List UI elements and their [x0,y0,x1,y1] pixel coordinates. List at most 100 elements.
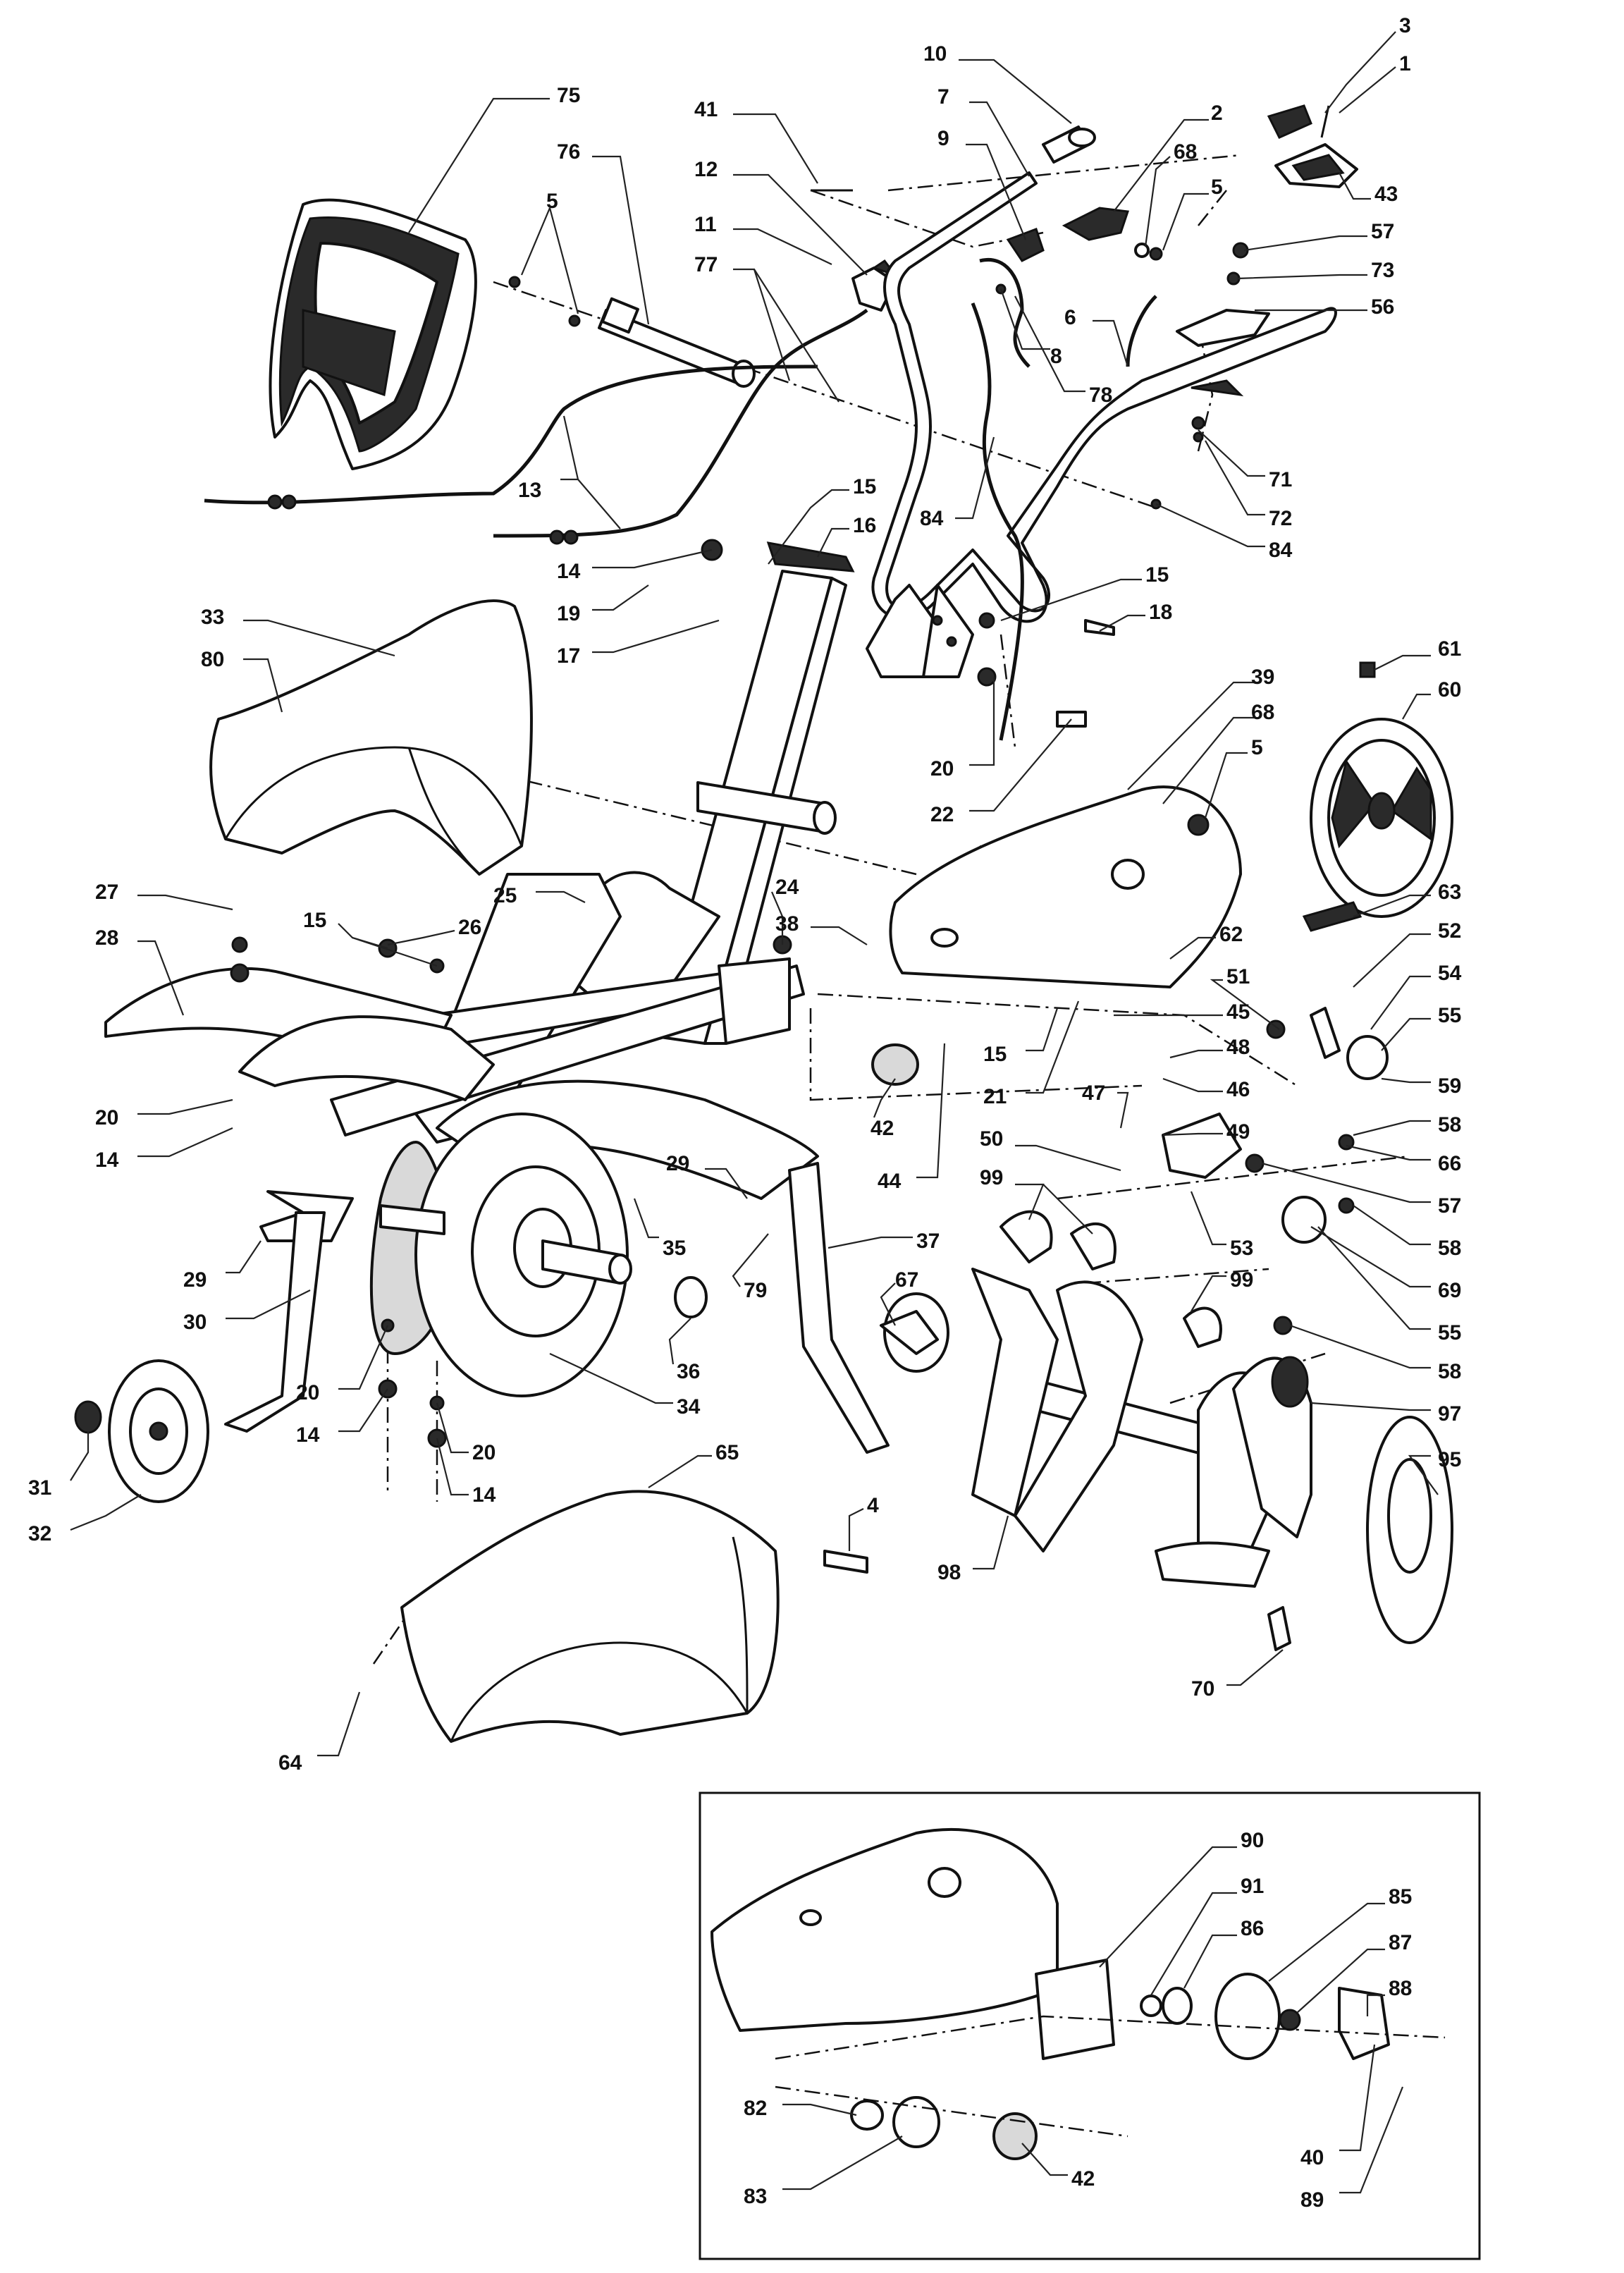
leader-line-71 [1198,429,1265,477]
callout-84: 84 [920,507,944,530]
leader-line-58 [1353,1120,1431,1136]
callout-59: 59 [1438,1074,1461,1098]
callout-46: 46 [1226,1078,1250,1101]
callout-86: 86 [1241,1917,1264,1940]
part-6-handlebar [866,171,1337,678]
callout-45: 45 [1226,1000,1250,1024]
leader-line-91 [1150,1892,1237,1996]
leader-line-29 [226,1240,262,1274]
callout-97: 97 [1438,1402,1461,1426]
callout-5: 5 [1211,176,1223,199]
leader-line-33 [243,619,395,657]
leader-line-97 [1310,1402,1431,1411]
callout-80: 80 [201,648,224,671]
leader-line-42 [1021,2143,1068,2176]
callout-14: 14 [296,1423,320,1447]
callout-18: 18 [1149,601,1172,624]
leader-line-14 [436,1438,469,1496]
leader-line-84 [955,436,995,520]
leader-line-55 [1317,1226,1431,1330]
callout-14: 14 [557,560,581,583]
leader-line-3 [1324,31,1396,114]
callout-42: 42 [871,1117,894,1140]
callout-68: 68 [1174,140,1197,164]
part-34-drive-disc [379,1113,632,1397]
leader-line-78 [1014,295,1085,393]
callout-76: 76 [557,140,580,164]
leader-line-25 [536,890,586,903]
part-65-tiller-guard [400,1490,780,1743]
leader-line-59 [1381,1077,1431,1084]
leader-line-40 [1339,2044,1376,2152]
leader-line-38 [811,926,868,945]
callout-88: 88 [1389,1977,1412,2000]
leader-line-31 [70,1431,90,1481]
leader-line-58 [1289,1324,1431,1369]
leader-line-39 [1127,681,1255,790]
leader-line-43 [1339,172,1371,200]
callout-63: 63 [1438,881,1461,904]
callout-20: 20 [472,1441,496,1464]
leader-line-86 [1183,1934,1237,1989]
callout-15: 15 [983,1043,1007,1066]
callout-47: 47 [1082,1082,1105,1105]
upper-handle-hardware [508,104,1358,510]
leader-line-63 [1353,894,1431,918]
leader-line-70 [1226,1649,1284,1686]
callout-91: 91 [1241,1875,1264,1898]
leader-line-29 [705,1168,748,1199]
transport-wheel-assembly [74,1190,354,1503]
callout-42: 42 [1071,2167,1095,2191]
leader-line-75 [408,97,550,233]
callout-20: 20 [296,1381,319,1404]
leader-line-20 [969,677,995,766]
callout-14: 14 [472,1483,496,1507]
callout-24: 24 [775,876,799,899]
callout-90: 90 [1241,1829,1264,1852]
leader-line-47 [1117,1091,1129,1129]
callout-5: 5 [1251,736,1263,759]
leader-line-77 [753,269,839,403]
leader-line-12 [733,173,868,276]
callout-85: 85 [1389,1885,1412,1909]
leader-line-35 [633,1198,659,1239]
leader-line-41 [733,113,818,184]
leader-line-22 [969,718,1072,812]
leader-line-73 [1236,274,1367,280]
callout-29: 29 [183,1268,207,1292]
callout-2: 2 [1211,102,1223,125]
leader-line-20 [137,1098,233,1115]
callout-82: 82 [744,2097,767,2120]
callout-15: 15 [1145,563,1169,587]
leader-line-5 [1162,192,1209,251]
callout-44: 44 [878,1170,902,1193]
callout-73: 73 [1371,259,1394,282]
part-95-hub-disc [1366,1416,1453,1644]
callout-68: 68 [1251,701,1274,724]
callout-36: 36 [677,1360,700,1383]
leader-line-1 [1339,66,1396,114]
callout-87: 87 [1389,1931,1412,1954]
leader-line-54 [1370,975,1431,1030]
leader-line-26 [387,929,455,946]
callout-20: 20 [930,757,954,780]
part-28-fender [104,967,819,1200]
callout-32: 32 [28,1522,51,1545]
leader-line-95 [1408,1454,1439,1495]
leader-line-20 [338,1325,389,1390]
part-80-engine-cover [209,599,533,876]
callout-50: 50 [980,1127,1003,1151]
callout-83: 83 [744,2185,767,2208]
callout-77: 77 [694,253,718,276]
leader-line-18 [1099,614,1145,632]
callout-58: 58 [1438,1360,1461,1383]
callout-61: 61 [1438,637,1461,661]
leader-line-68 [1162,716,1255,804]
leader-line-8 [999,288,1050,350]
callout-17: 17 [557,644,580,668]
callout-53: 53 [1230,1237,1253,1260]
callout-35: 35 [663,1237,686,1260]
leader-line-11 [733,228,832,265]
callout-15: 15 [853,475,876,498]
